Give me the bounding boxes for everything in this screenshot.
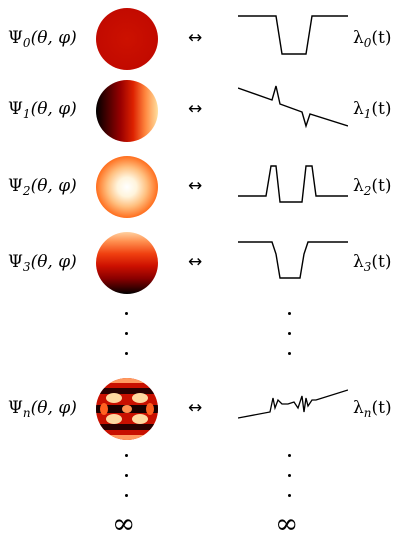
vertical-ellipsis-right-lower — [287, 452, 293, 502]
lambda-1-label: λ1(t) — [353, 99, 392, 121]
lambda-3-curve — [238, 241, 348, 279]
lambda-2-args: (t) — [371, 176, 392, 196]
lambda-symbol: λ — [353, 99, 364, 119]
psi-2-args: (θ, φ) — [30, 176, 77, 196]
psi-3-subscript: 3 — [22, 260, 31, 274]
psi-3-label: Ψ3(θ, φ) — [8, 252, 77, 274]
psi-n-label: Ψn(θ, φ) — [8, 398, 77, 420]
psi-n-subscript: n — [22, 406, 31, 420]
lambda-symbol: λ — [353, 252, 364, 272]
sphere-n — [96, 378, 158, 440]
lambda-n-label: λn(t) — [353, 398, 392, 420]
sphere-1 — [96, 80, 158, 142]
psi-2-subscript: 2 — [22, 184, 31, 198]
lambda-3-subscript: 3 — [363, 260, 372, 274]
infinity-left: ∞ — [112, 507, 136, 540]
psi-symbol: Ψ — [8, 28, 23, 48]
psi-symbol: Ψ — [8, 176, 23, 196]
arrow-2: ↔ — [188, 176, 203, 196]
lambda-0-subscript: 0 — [363, 36, 372, 50]
vertical-ellipsis-left-lower — [124, 452, 130, 502]
psi-n-args: (θ, φ) — [30, 398, 77, 418]
sphere-2 — [96, 156, 158, 218]
psi-0-subscript: 0 — [22, 36, 31, 50]
lambda-3-args: (t) — [371, 252, 392, 272]
arrow-0: ↔ — [188, 28, 203, 48]
lambda-3-label: λ3(t) — [353, 252, 392, 274]
lambda-0-label: λ0(t) — [353, 28, 392, 50]
vertical-ellipsis-right — [287, 310, 293, 360]
lambda-symbol: λ — [353, 398, 364, 418]
lambda-1-subscript: 1 — [363, 107, 372, 121]
psi-1-label: Ψ1(θ, φ) — [8, 99, 77, 121]
lambda-1-curve — [238, 85, 348, 129]
arrow-3: ↔ — [188, 252, 203, 272]
lambda-symbol: λ — [353, 176, 364, 196]
lambda-n-subscript: n — [363, 406, 372, 420]
lambda-symbol: λ — [353, 28, 364, 48]
lambda-n-curve — [238, 389, 348, 419]
psi-symbol: Ψ — [8, 252, 23, 272]
psi-1-args: (θ, φ) — [30, 99, 77, 119]
lambda-n-args: (t) — [371, 398, 392, 418]
lambda-2-subscript: 2 — [363, 184, 372, 198]
psi-0-label: Ψ0(θ, φ) — [8, 28, 77, 50]
arrow-n: ↔ — [188, 398, 203, 418]
arrow-1: ↔ — [188, 99, 203, 119]
lambda-2-label: λ2(t) — [353, 176, 392, 198]
lambda-0-args: (t) — [371, 28, 392, 48]
vertical-ellipsis-left — [124, 310, 130, 360]
psi-0-args: (θ, φ) — [30, 28, 77, 48]
psi-3-args: (θ, φ) — [30, 252, 77, 272]
psi-symbol: Ψ — [8, 99, 23, 119]
lambda-0-curve — [238, 15, 348, 55]
sphere-0 — [96, 8, 158, 70]
sphere-3 — [96, 232, 158, 294]
psi-symbol: Ψ — [8, 398, 23, 418]
lambda-1-args: (t) — [371, 99, 392, 119]
lambda-2-curve — [238, 165, 348, 203]
psi-1-subscript: 1 — [22, 107, 31, 121]
infinity-right: ∞ — [275, 507, 299, 540]
psi-2-label: Ψ2(θ, φ) — [8, 176, 77, 198]
